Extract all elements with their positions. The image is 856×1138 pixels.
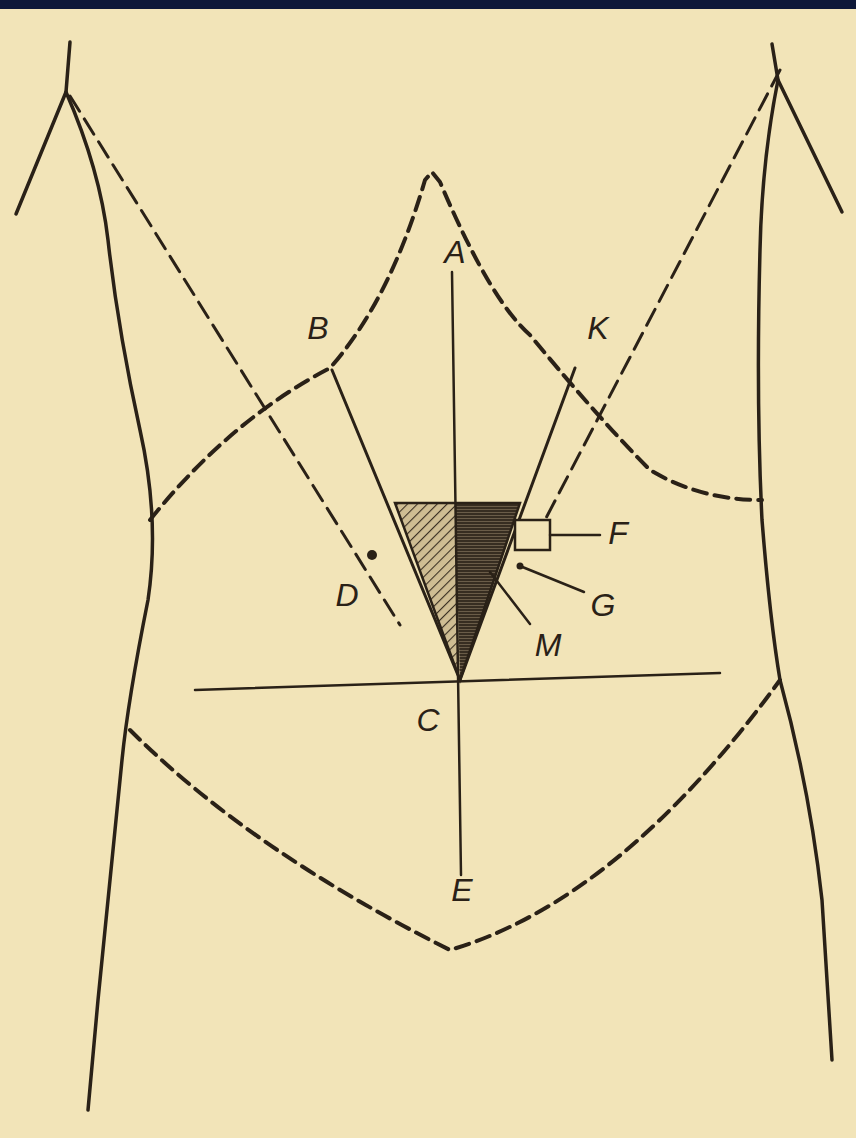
point-letter: B bbox=[307, 312, 328, 344]
point-letter: C bbox=[416, 704, 439, 736]
point-letter: K bbox=[587, 312, 608, 344]
point-letter: G bbox=[591, 589, 616, 621]
point-letter: A bbox=[444, 236, 465, 268]
point-letter: F bbox=[608, 517, 628, 549]
point-letter: E bbox=[451, 874, 472, 906]
top-band bbox=[0, 0, 856, 9]
point-letter: M bbox=[535, 629, 562, 661]
point-letter: D bbox=[335, 579, 358, 611]
